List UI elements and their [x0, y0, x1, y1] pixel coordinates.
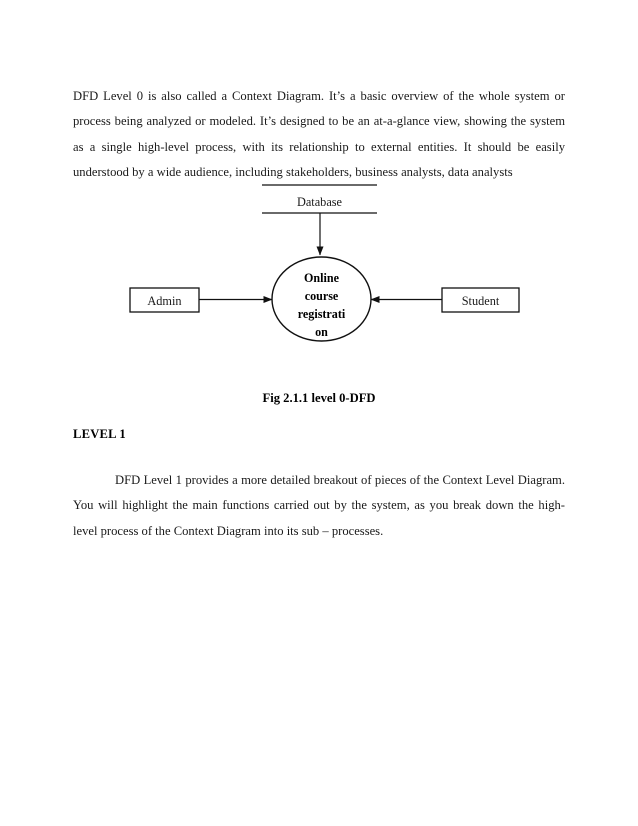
figure-caption: Fig 2.1.1 level 0-DFD	[262, 391, 376, 405]
level1-paragraph-text: DFD Level 1 provides a more detailed bre…	[73, 472, 565, 538]
datastore-database: Database	[262, 184, 377, 214]
datastore-label: Database	[297, 195, 343, 209]
level1-heading: LEVEL 1	[73, 427, 126, 441]
process-label-line-2: course	[305, 289, 339, 303]
entity-admin-label: Admin	[147, 294, 181, 308]
intro-paragraph: DFD Level 0 is also called a Context Dia…	[73, 88, 565, 180]
process-online-course-registration: Online course registrati on	[271, 256, 372, 342]
entity-student-label: Student	[462, 294, 500, 308]
entity-admin-box	[129, 287, 200, 313]
process-label-line-3: registrati	[298, 307, 346, 321]
dfd-canvas: Database Online course registrati on Adm…	[129, 184, 520, 342]
process-label-line-4: on	[315, 325, 328, 339]
entity-student: Student	[441, 287, 520, 313]
dfd-level0-figure: Database Online course registrati on Adm…	[0, 170, 638, 370]
entity-admin: Admin	[129, 287, 200, 313]
process-label-line-1: Online	[304, 271, 340, 285]
level1-paragraph: DFD Level 1 provides a more detailed bre…	[73, 468, 565, 545]
entity-student-box	[441, 287, 520, 313]
